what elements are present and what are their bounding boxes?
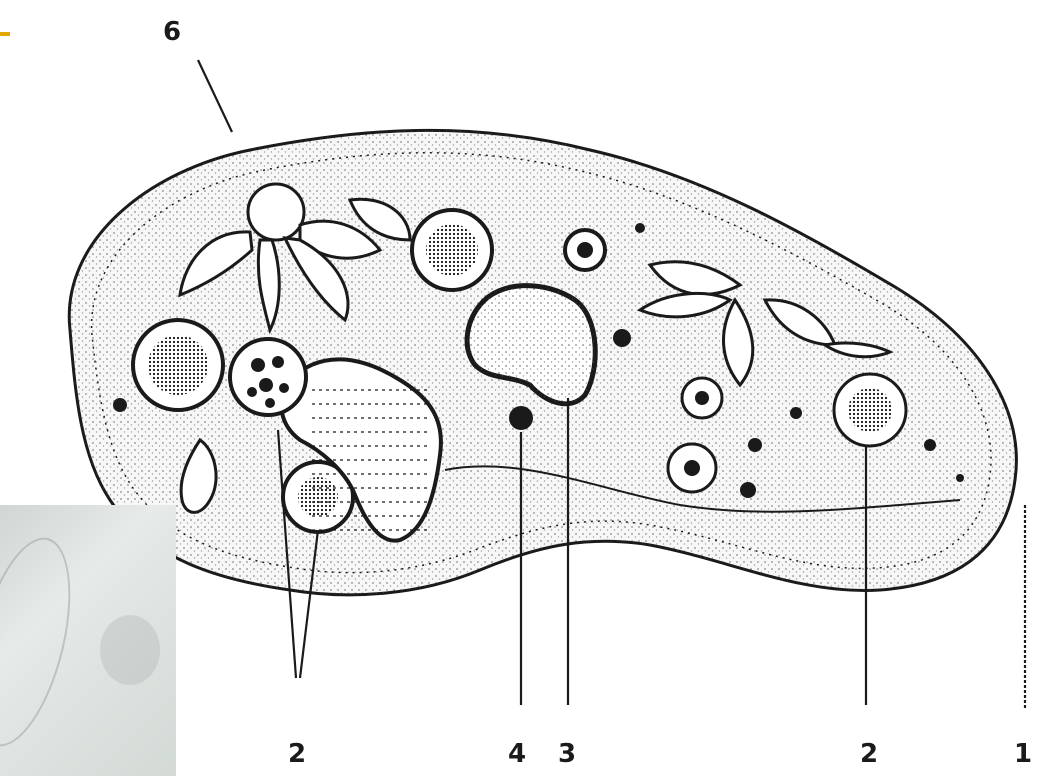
label-4: 4	[508, 739, 526, 769]
digestive-vacuole	[230, 339, 306, 415]
food-vacuole	[668, 444, 716, 492]
food-vacuole	[412, 210, 492, 290]
food-vacuole	[834, 374, 906, 446]
micrograph-inset	[0, 505, 176, 776]
food-vacuole	[565, 230, 605, 270]
label-3: 3	[558, 739, 576, 769]
label-2-right: 2	[860, 739, 878, 769]
label-1: 1	[1014, 739, 1032, 769]
micronucleus	[509, 406, 533, 430]
food-vacuole	[682, 378, 722, 418]
label-6: 6	[163, 17, 181, 47]
food-vacuole	[133, 320, 223, 410]
micrograph-cell-outline	[0, 528, 89, 756]
label-2-left: 2	[288, 739, 306, 769]
micrograph-shadow	[100, 615, 160, 685]
